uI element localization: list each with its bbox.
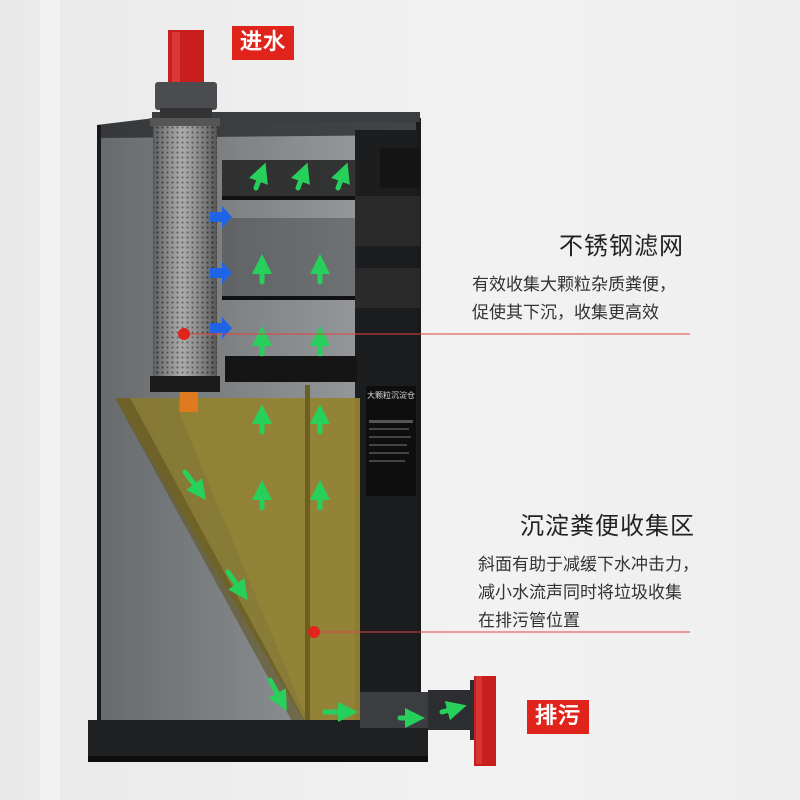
flow-arrows bbox=[182, 162, 467, 728]
stainless-mesh-filter bbox=[150, 118, 220, 412]
flow-arrow-diagonal-icon bbox=[225, 569, 248, 601]
info-panel bbox=[366, 386, 416, 496]
flow-arrow-right-icon bbox=[210, 206, 232, 228]
panel-heading: 大颗粒沉淀仓 bbox=[367, 391, 415, 400]
callout-desc: 斜面有助于减缓下水冲击力， 减小水流声同时将垃圾收集 在排污管位置 bbox=[478, 551, 723, 635]
background-sheen bbox=[40, 0, 60, 800]
flow-arrow-diagonal-icon bbox=[267, 677, 287, 711]
red-dot-marker bbox=[308, 626, 320, 638]
red-dot-marker bbox=[178, 328, 190, 340]
callout-sediment-zone: 沉淀粪便收集区 斜面有助于减缓下水冲击力， 减小水流声同时将垃圾收集 在排污管位… bbox=[478, 506, 723, 635]
callout-desc: 有效收集大颗粒杂质粪便， 促使其下沉，收集更高效 bbox=[472, 271, 692, 327]
filter-trays bbox=[222, 148, 420, 382]
flow-arrow-up-icon bbox=[331, 162, 350, 191]
drain-label: 排污 bbox=[527, 700, 590, 734]
inlet-pipe bbox=[155, 30, 217, 120]
flow-arrow-up-icon bbox=[249, 162, 268, 191]
flow-arrow-right-icon bbox=[210, 262, 232, 284]
drain-pipe bbox=[360, 676, 496, 766]
callout-line-text: 斜面有助于减缓下水冲击力， bbox=[478, 555, 699, 575]
flow-arrow-up-icon bbox=[291, 162, 310, 191]
callout-line-text: 在排污管位置 bbox=[478, 611, 580, 631]
callout-title: 不锈钢滤网 bbox=[559, 232, 684, 260]
callout-title: 沉淀粪便收集区 bbox=[520, 512, 695, 540]
callout-line-text: 促使其下沉，收集更高效 bbox=[472, 303, 659, 323]
flow-arrow-right-icon bbox=[439, 700, 467, 721]
callout-line-text: 减小水流声同时将垃圾收集 bbox=[478, 583, 682, 603]
inlet-label: 进水 bbox=[232, 26, 295, 60]
callout-line-text: 有效收集大颗粒杂质粪便， bbox=[472, 275, 676, 295]
flow-arrow-diagonal-icon bbox=[182, 469, 206, 500]
callout-mesh-filter: 不锈钢滤网 有效收集大颗粒杂质粪便， 促使其下沉，收集更高效 bbox=[472, 226, 692, 327]
